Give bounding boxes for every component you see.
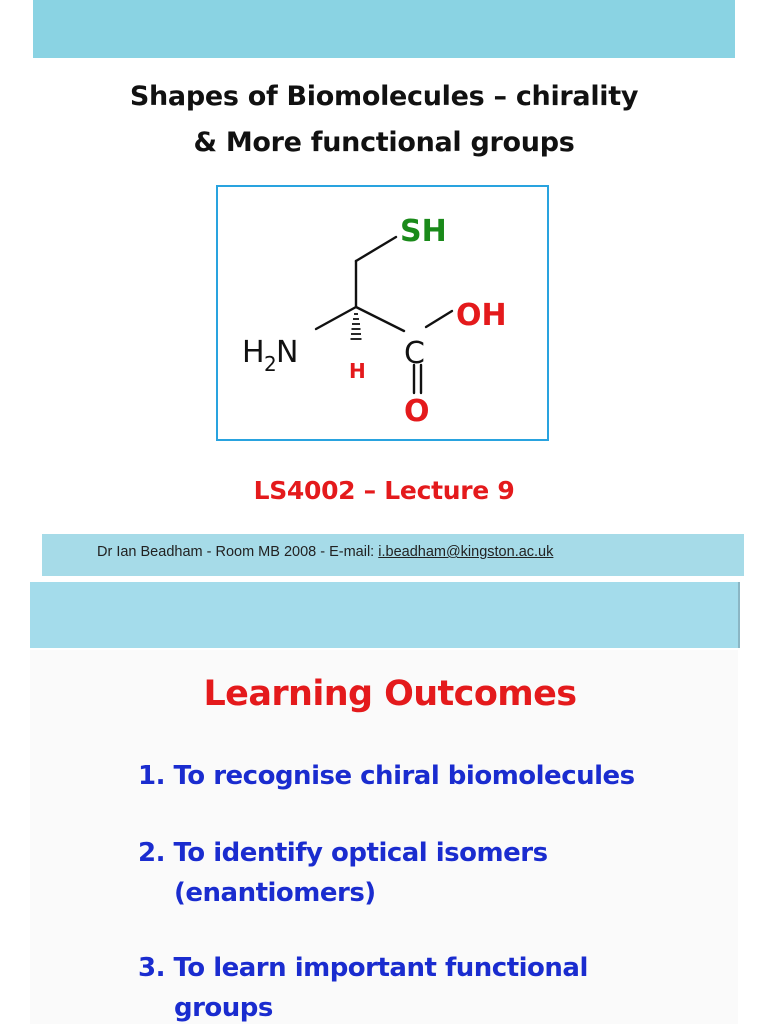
outcome-1-line-1: 1. To recognise chiral biomolecules	[138, 761, 635, 791]
learning-outcomes-title: Learning Outcomes	[203, 674, 577, 714]
bond-c-oh	[424, 309, 454, 329]
h2n-subscript: 2	[264, 352, 277, 376]
oh-label: OH	[456, 298, 507, 333]
bond-n-calpha	[314, 305, 358, 331]
carbonyl-c-label: C	[404, 336, 425, 371]
bond-calpha-c	[354, 305, 406, 333]
slide-title: Shapes of Biomolecules – chirality & Mor…	[0, 74, 768, 166]
h2n-h: H	[242, 335, 265, 370]
slide2-body	[30, 650, 738, 1024]
outcome-item-2: 2. To identify optical isomers (enantiom…	[138, 833, 548, 913]
cysteine-structure-svg: SH OH H 2 N C O H	[242, 214, 507, 429]
outcome-3-line-1: 3. To learn important functional	[138, 953, 588, 983]
sh-label: SH	[400, 214, 447, 249]
carbonyl-o-label: O	[404, 394, 430, 429]
outcome-item-1: 1. To recognise chiral biomolecules	[138, 756, 635, 796]
h2n-n: N	[276, 335, 298, 370]
contact-band: Dr Ian Beadham - Room MB 2008 - E-mail: …	[42, 534, 744, 576]
alpha-h-label: H	[349, 359, 366, 383]
bond-cbeta-s	[354, 235, 398, 263]
header-band	[33, 0, 735, 58]
outcome-3-line-2: groups	[174, 993, 273, 1023]
contact-line: Dr Ian Beadham - Room MB 2008 - E-mail: …	[97, 544, 553, 560]
outcome-2-line-2: (enantiomers)	[174, 878, 376, 908]
contact-text: Dr Ian Beadham - Room MB 2008 - E-mail:	[97, 544, 379, 560]
outcome-2-line-1: 2. To identify optical isomers	[138, 838, 548, 868]
lecture-code: LS4002 – Lecture 9	[253, 476, 515, 505]
hashed-wedge	[350, 313, 362, 340]
outcome-item-3: 3. To learn important functional groups	[138, 948, 588, 1028]
cysteine-structure-figure: SH OH H 2 N C O H	[216, 185, 549, 441]
email-link[interactable]: i.beadham@kingston.ac.uk	[378, 544, 554, 560]
title-line-1: Shapes of Biomolecules – chirality	[129, 81, 639, 112]
title-line-2: & More functional groups	[193, 127, 575, 158]
slide2-header-band	[30, 582, 740, 648]
